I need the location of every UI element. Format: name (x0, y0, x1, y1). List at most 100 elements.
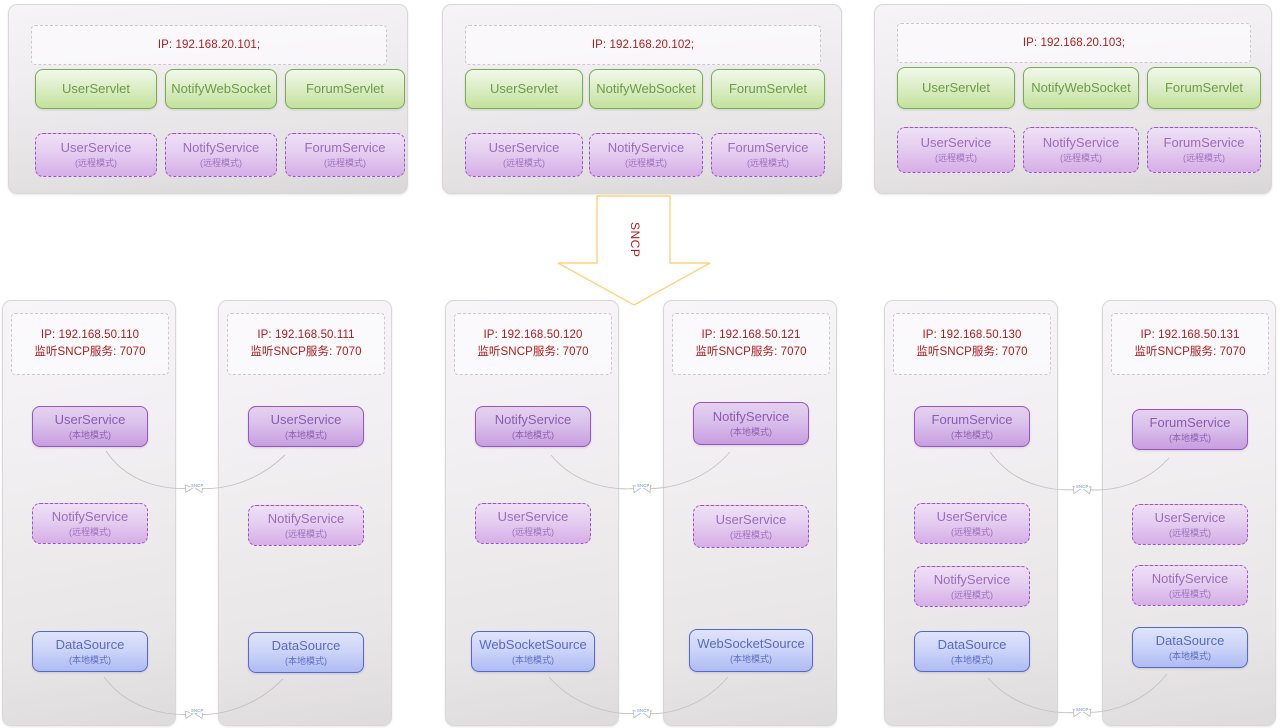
component-mode: (远程模式) (1169, 527, 1211, 538)
service-box[interactable]: UserService (远程模式) (465, 133, 583, 177)
component-box[interactable]: NotifyService (远程模式) (32, 503, 148, 544)
host-port-line: 监听SNCP服务: 7070 (34, 346, 146, 358)
component-box[interactable]: NotifyService (远程模式) (248, 505, 364, 546)
component-mode: (本地模式) (730, 653, 772, 664)
servlet-box[interactable]: ForumServlet (711, 69, 825, 109)
component-box[interactable]: DataSource (本地模式) (248, 632, 364, 673)
host-port-line: 监听SNCP服务: 7070 (1134, 346, 1246, 358)
component-box[interactable]: DataSource (本地模式) (32, 631, 148, 672)
servlet-label: ForumServlet (728, 80, 808, 96)
component-name: ForumService (931, 411, 1013, 427)
component-name: UserService (54, 411, 126, 427)
service-host-panel-2: IP: 192.168.50.111 监听SNCP服务: 7070 UserSe… (218, 300, 392, 726)
service-box[interactable]: NotifyService (远程模式) (589, 133, 703, 177)
component-name: DataSource (271, 637, 341, 653)
component-name: NotifyService (267, 510, 345, 526)
servlet-label: ForumServlet (305, 80, 385, 96)
service-box[interactable]: NotifyService (远程模式) (165, 133, 277, 177)
service-box[interactable]: UserService (远程模式) (35, 133, 157, 177)
servlet-label: UserServlet (922, 79, 990, 95)
host-ip-banner: IP: 192.168.50.131 监听SNCP服务: 7070 (1111, 313, 1269, 375)
host-port-line: 监听SNCP服务: 7070 (477, 346, 589, 358)
service-name: NotifyService (607, 140, 685, 156)
servlet-box[interactable]: UserServlet (35, 69, 157, 109)
servlet-box[interactable]: ForumServlet (285, 69, 405, 109)
component-name: NotifyService (1151, 570, 1229, 586)
component-mode: (本地模式) (951, 654, 993, 665)
service-host-panel-4: IP: 192.168.50.121 监听SNCP服务: 7070 Notify… (663, 300, 837, 726)
host-ip-banner: IP: 192.168.20.103; (897, 23, 1251, 63)
servlet-box[interactable]: NotifyWebSocket (589, 69, 703, 109)
component-box[interactable]: UserService (远程模式) (914, 503, 1030, 544)
component-box[interactable]: UserService (本地模式) (32, 406, 148, 447)
component-mode: (远程模式) (512, 526, 554, 537)
servlet-box[interactable]: NotifyWebSocket (165, 69, 277, 109)
web-host-panel-2: IP: 192.168.20.102; UserServlet NotifyWe… (442, 4, 842, 194)
component-box[interactable]: DataSource (本地模式) (914, 631, 1030, 672)
component-box[interactable]: NotifyService (本地模式) (475, 406, 591, 447)
service-mode: (远程模式) (75, 158, 117, 169)
service-mode: (远程模式) (324, 158, 366, 169)
host-ip-banner: IP: 192.168.50.121 监听SNCP服务: 7070 (672, 313, 830, 375)
component-mode: (远程模式) (951, 526, 993, 537)
host-ip-banner: IP: 192.168.50.120 监听SNCP服务: 7070 (454, 313, 612, 375)
component-name: DataSource (1155, 632, 1225, 648)
connector-label-sncp: SNCP (190, 708, 205, 714)
service-mode: (远程模式) (1060, 153, 1102, 164)
service-name: UserService (60, 140, 132, 156)
service-name: UserService (488, 140, 560, 156)
component-mode: (本地模式) (512, 429, 554, 440)
servlet-label: UserServlet (62, 80, 130, 96)
component-box[interactable]: NotifyService (远程模式) (914, 566, 1030, 607)
connector-label-sncp: SNCP (636, 708, 651, 714)
component-box[interactable]: UserService (远程模式) (693, 505, 809, 548)
service-name: ForumService (1163, 135, 1245, 151)
component-name: ForumService (1149, 414, 1231, 430)
host-port-line: 监听SNCP服务: 7070 (916, 346, 1028, 358)
component-mode: (远程模式) (285, 528, 327, 539)
component-name: UserService (270, 411, 342, 427)
service-box[interactable]: NotifyService (远程模式) (1023, 127, 1139, 173)
host-ip-banner: IP: 192.168.20.101; (31, 25, 387, 65)
service-box[interactable]: ForumService (远程模式) (285, 133, 405, 177)
component-box[interactable]: UserService (远程模式) (475, 503, 591, 544)
component-box[interactable]: DataSource (本地模式) (1132, 627, 1248, 668)
component-name: DataSource (55, 636, 125, 652)
component-name: NotifyService (51, 508, 129, 524)
host-port-line: 监听SNCP服务: 7070 (695, 346, 807, 358)
component-box[interactable]: NotifyService (远程模式) (1132, 565, 1248, 606)
component-box[interactable]: NotifyService (本地模式) (693, 402, 809, 445)
component-name: UserService (936, 508, 1008, 524)
component-mode: (本地模式) (285, 655, 327, 666)
service-box[interactable]: ForumService (远程模式) (1147, 127, 1261, 173)
servlet-box[interactable]: UserServlet (897, 67, 1015, 109)
host-ip-line1: IP: 192.168.50.131 (1140, 329, 1240, 342)
component-box[interactable]: ForumService (本地模式) (1132, 409, 1248, 450)
servlet-box[interactable]: NotifyWebSocket (1023, 67, 1139, 109)
component-mode: (远程模式) (1169, 588, 1211, 599)
component-box[interactable]: WebSocketSource (本地模式) (471, 631, 595, 672)
connector-label-sncp: SNCP (190, 483, 205, 489)
component-box[interactable]: WebSocketSource (本地模式) (689, 629, 813, 672)
component-mode: (本地模式) (69, 429, 111, 440)
service-host-panel-1: IP: 192.168.50.110 监听SNCP服务: 7070 UserSe… (2, 300, 176, 726)
component-mode: (远程模式) (69, 526, 111, 537)
component-box[interactable]: ForumService (本地模式) (914, 406, 1030, 447)
component-name: UserService (497, 508, 569, 524)
service-name: NotifyService (182, 140, 260, 156)
component-box[interactable]: UserService (远程模式) (1132, 504, 1248, 545)
service-box[interactable]: ForumService (远程模式) (711, 133, 825, 177)
component-box[interactable]: UserService (本地模式) (248, 406, 364, 447)
component-mode: (本地模式) (730, 426, 772, 437)
host-ip-banner: IP: 192.168.20.102; (465, 25, 821, 65)
host-ip-line1: IP: 192.168.50.121 (701, 329, 801, 342)
servlet-box[interactable]: UserServlet (465, 69, 583, 109)
service-box[interactable]: UserService (远程模式) (897, 127, 1015, 173)
servlet-box[interactable]: ForumServlet (1147, 67, 1261, 109)
component-mode: (本地模式) (512, 654, 554, 665)
component-mode: (本地模式) (1169, 432, 1211, 443)
service-host-panel-5: IP: 192.168.50.130 监听SNCP服务: 7070 ForumS… (884, 300, 1058, 726)
host-ip-line1: IP: 192.168.50.130 (922, 329, 1022, 342)
servlet-label: NotifyWebSocket (1031, 79, 1131, 95)
host-ip-line1: IP: 192.168.50.110 (40, 329, 140, 342)
